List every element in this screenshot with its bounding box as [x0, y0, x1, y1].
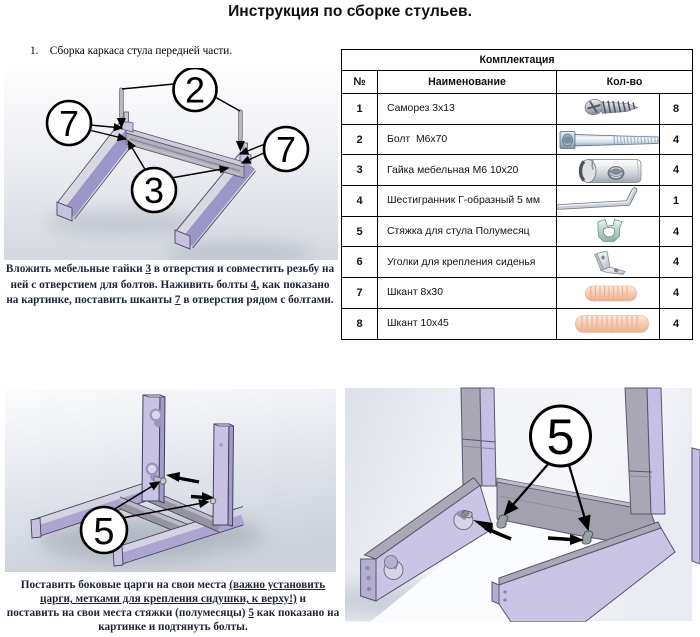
svg-text:7: 7	[59, 103, 79, 144]
svg-text:5: 5	[547, 409, 575, 465]
svg-text:5: 5	[93, 511, 114, 553]
svg-text:3: 3	[144, 170, 164, 211]
svg-text:2: 2	[185, 70, 205, 111]
svg-text:7: 7	[276, 129, 296, 170]
